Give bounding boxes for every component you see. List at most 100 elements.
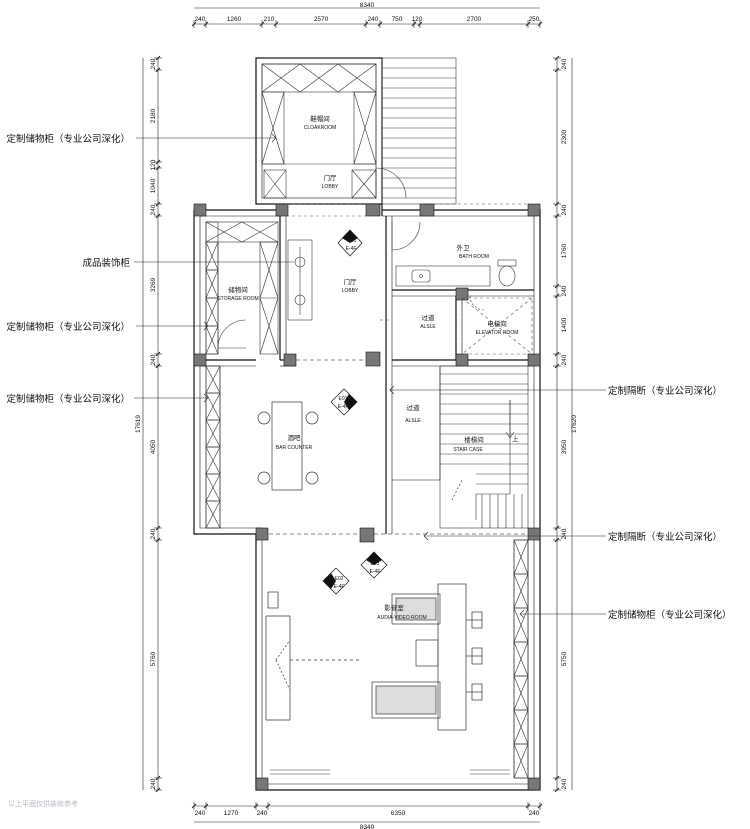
bottom-total-dim: 8340 (360, 824, 375, 829)
bottom-segment-dim: 240 (257, 810, 268, 817)
annotation-left-2: 成品装饰柜 (82, 257, 130, 269)
stair-up-label: 上 (512, 434, 519, 443)
top-segment-dim: 2570 (314, 16, 329, 23)
decorative-cabinet (287, 239, 313, 321)
elevation-tag-4: E03 E-4F (360, 551, 388, 579)
lobby-main-label-zh: 门厅 (344, 277, 358, 286)
left-segment-dim: 240 (150, 58, 157, 69)
left-segment-dim: 240 (150, 528, 157, 539)
top-segment-dim: 250 (529, 16, 540, 23)
elevation-tag-4-ref: E-4F (370, 569, 381, 575)
top-segment-dim: 240 (195, 16, 206, 23)
left-dimension-line (142, 55, 162, 793)
elevation-tag-4-code: E03 (371, 561, 380, 567)
lobby-upper-label-en: LOBBY (322, 184, 339, 190)
top-total-dim: 8340 (360, 2, 375, 9)
bottom-dimension-line (191, 802, 543, 823)
annotation-left-4: 定制储物柜（专业公司深化） (6, 393, 130, 405)
elevation-tag-3: E02 E-4F (322, 567, 350, 595)
dashed-openings (286, 203, 533, 355)
storage-label-zh: 储物间 (228, 285, 248, 294)
watermark-text: 以上平面仅供装修参考 (8, 799, 78, 808)
bar-wall-cabinet (205, 365, 221, 529)
annotation-right-1: 定制隔断（专业公司深化） (608, 385, 722, 397)
stair-label-en: STAIR CASE (453, 447, 483, 453)
left-segment-dim: 1040 (150, 178, 157, 193)
left-segment-dim: 3269 (150, 277, 157, 292)
right-segment-dim: 240 (561, 58, 568, 69)
top-segment-dim: 1260 (227, 16, 242, 23)
bath-label-en: BATH ROOM (459, 254, 489, 260)
right-segment-dim: 1400 (561, 317, 568, 332)
annotation-leaders (134, 133, 606, 619)
right-segment-dim: 240 (561, 528, 568, 539)
bottom-windows (270, 769, 510, 775)
cloakroom-label-en: CLOAKROOM (304, 125, 337, 131)
av-room-label-zh: 影音室 (384, 603, 404, 612)
bottom-segment-dim: 6350 (391, 810, 406, 817)
cloakroom-cabinets (261, 63, 377, 199)
right-segment-dim: 3950 (561, 439, 568, 454)
bath-label-zh: 外卫 (457, 243, 471, 252)
top-segment-dim: 210 (264, 16, 275, 23)
elevator-label-zh: 电梯间 (487, 319, 507, 328)
elevation-tag-1: E01 E-4F (337, 229, 363, 257)
bar-label-en: BAR COUNTER (276, 445, 313, 451)
left-segment-dim: 240 (150, 204, 157, 215)
left-segment-dim: 5760 (150, 651, 157, 666)
right-segment-dim: 240 (561, 285, 568, 296)
elevator-label-en: ELEVATOR ROOM (476, 330, 519, 336)
right-segment-dim: 1760 (561, 243, 568, 258)
aisle-lower-label-en: ALSLE (405, 418, 421, 424)
bottom-segment-dim: 240 (529, 810, 540, 817)
elevation-tag-3-ref: E-4F (334, 584, 345, 590)
doors (217, 167, 485, 349)
right-segment-dim: 2300 (561, 129, 568, 144)
bar-label-zh: 酒吧 (288, 434, 302, 442)
aisle-lower-label-zh: 过道 (407, 403, 421, 412)
right-dimension-line (553, 55, 573, 793)
lobby-main-label-en: LOBBY (342, 288, 359, 294)
av-room-label-en: AUDIA-VIDEO ROOM (377, 615, 426, 621)
lobby-upper-label-zh: 门厅 (324, 173, 338, 182)
elevation-tag-1-code: E01 (348, 238, 357, 244)
bathroom-fixtures (395, 259, 517, 287)
room-labels: 鞋帽间 CLOAKROOM 门厅 LOBBY 门厅 LOBBY 储物间 STOR… (217, 114, 518, 621)
cloakroom-label-zh: 鞋帽间 (310, 114, 330, 123)
right-segment-dim: 240 (561, 778, 568, 789)
top-segment-dim: 750 (392, 16, 403, 23)
elevation-tag-2-ref: E-4F (338, 404, 349, 410)
storage-cabinets (205, 221, 279, 355)
right-segment-dim: 240 (561, 204, 568, 215)
top-segment-dim: 120 (412, 16, 423, 23)
annotation-right-2: 定制隔断（专业公司深化） (608, 531, 722, 543)
annotation-left-3: 定制储物柜（专业公司深化） (6, 321, 130, 333)
aisle-upper-label-en: ALSLE (420, 324, 436, 330)
elevation-tag-2-code: E01 (339, 396, 348, 402)
elevation-tag-2: E01 E-4F (330, 388, 358, 416)
interior-stairs (439, 365, 529, 529)
top-segment-dim: 2700 (467, 16, 482, 23)
storage-label-en: STORAGE ROOM (217, 296, 258, 302)
bar-counter (257, 401, 319, 491)
elevation-tag-1-ref: E-4F (346, 246, 357, 252)
structural-columns (193, 203, 541, 791)
stair-label-zh: 楼梯间 (464, 435, 484, 444)
left-total-dim: 17619 (135, 415, 142, 433)
left-segment-dim: 240 (150, 778, 157, 789)
av-wall-cabinet (513, 539, 529, 779)
annotation-right-3: 定制储物柜（专业公司深化） (608, 609, 732, 621)
annotation-left-1: 定制储物柜（专业公司深化） (6, 133, 130, 145)
elevation-tag-3-code: E02 (335, 576, 344, 582)
left-segment-dim: 120 (150, 159, 157, 170)
entry-steps (381, 57, 457, 205)
right-segment-dim: 5750 (561, 651, 568, 666)
bottom-segment-dim: 240 (195, 810, 206, 817)
left-segment-dim: 2180 (150, 108, 157, 123)
top-segment-dim: 240 (368, 16, 379, 23)
top-dimension-line (191, 7, 543, 28)
bottom-segment-dim: 1270 (224, 810, 239, 817)
left-segment-dim: 4050 (150, 439, 157, 454)
right-total-dim: 17620 (571, 415, 578, 433)
